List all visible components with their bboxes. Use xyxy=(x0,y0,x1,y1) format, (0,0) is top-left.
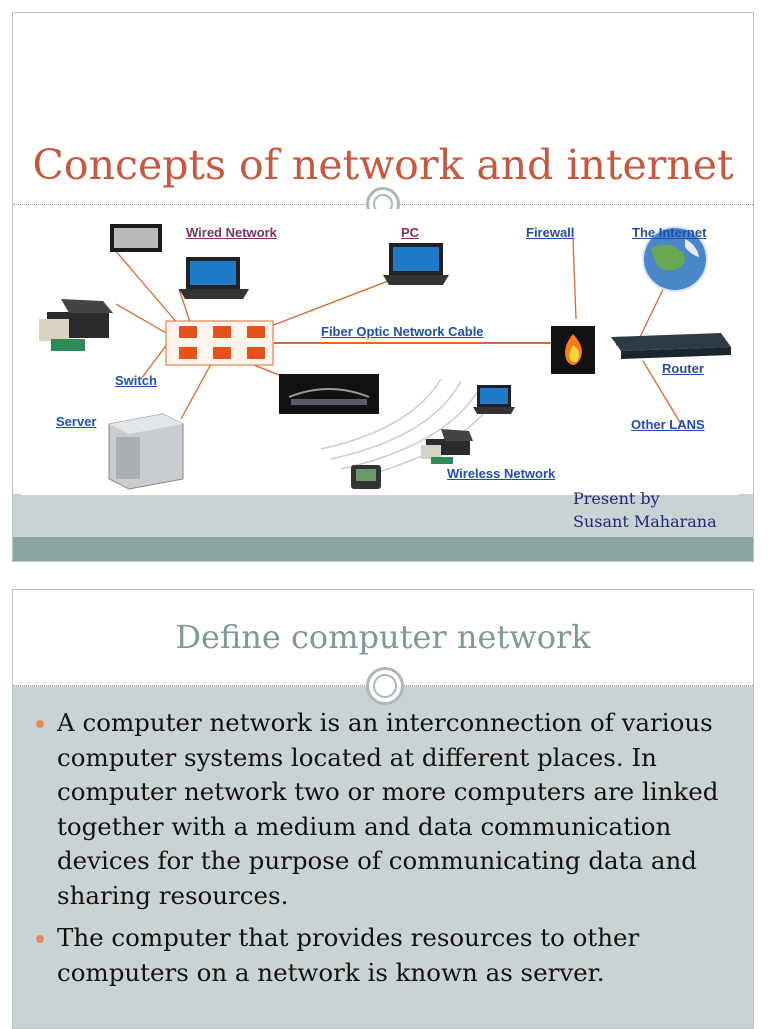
link-line xyxy=(572,238,577,320)
footer-band-dark xyxy=(13,537,753,561)
label-switch[interactable]: Switch xyxy=(115,373,157,388)
link-line xyxy=(113,248,180,326)
bullet-icon xyxy=(36,720,44,728)
link-line xyxy=(180,363,212,420)
bullet-list: A computer network is an interconnection… xyxy=(33,706,737,998)
switch-device xyxy=(165,320,274,366)
label-server[interactable]: Server xyxy=(56,414,97,429)
presenter-credit: Present by Susant Maharana xyxy=(573,487,717,533)
storage-device xyxy=(110,224,162,252)
internet-globe xyxy=(642,226,708,292)
network-diagram: Wired Network PC Firewall The Internet F… xyxy=(21,209,739,495)
link-line xyxy=(178,288,192,326)
presenter-line: Present by xyxy=(573,489,660,508)
pda-device xyxy=(351,465,381,489)
slide-2: Define computer network A computer netwo… xyxy=(12,589,754,1029)
bullet-text: The computer that provides resources to … xyxy=(57,923,640,987)
label-the-internet[interactable]: The Internet xyxy=(632,225,707,240)
presenter-name: Susant Maharana xyxy=(573,512,717,531)
server-device xyxy=(108,413,184,490)
label-fiber-optic[interactable]: Fiber Optic Network Cable xyxy=(321,324,484,339)
label-wireless-network[interactable]: Wireless Network xyxy=(447,466,556,481)
laptop-device xyxy=(179,257,249,299)
printer-device xyxy=(39,299,113,351)
list-item: A computer network is an interconnection… xyxy=(33,706,737,913)
bullet-icon xyxy=(36,935,44,943)
link-line xyxy=(642,360,682,425)
wireless-router-device xyxy=(279,374,379,414)
slide-1: Concepts of network and internet xyxy=(12,12,754,562)
label-router[interactable]: Router xyxy=(662,361,704,376)
slide-title: Concepts of network and internet xyxy=(32,141,734,189)
bullet-text: A computer network is an interconnection… xyxy=(57,708,719,910)
router-device xyxy=(611,333,731,359)
ring-ornament xyxy=(366,667,404,705)
label-pc[interactable]: PC xyxy=(401,225,420,240)
list-item: The computer that provides resources to … xyxy=(33,921,737,990)
footer-band-light xyxy=(13,494,753,539)
diagram-canvas xyxy=(39,224,731,490)
label-firewall[interactable]: Firewall xyxy=(526,225,575,240)
label-other-lans[interactable]: Other LANS xyxy=(631,417,705,432)
pc-device xyxy=(383,243,449,285)
slide-title: Define computer network xyxy=(175,618,591,656)
content-panel: A computer network is an interconnection… xyxy=(13,686,753,1028)
wireless-printer-device xyxy=(421,429,473,464)
firewall-device xyxy=(551,326,595,374)
link-line xyxy=(270,272,410,327)
label-wired-network[interactable]: Wired Network xyxy=(186,225,277,240)
link-line xyxy=(115,303,167,334)
wireless-laptop-device xyxy=(473,385,515,414)
